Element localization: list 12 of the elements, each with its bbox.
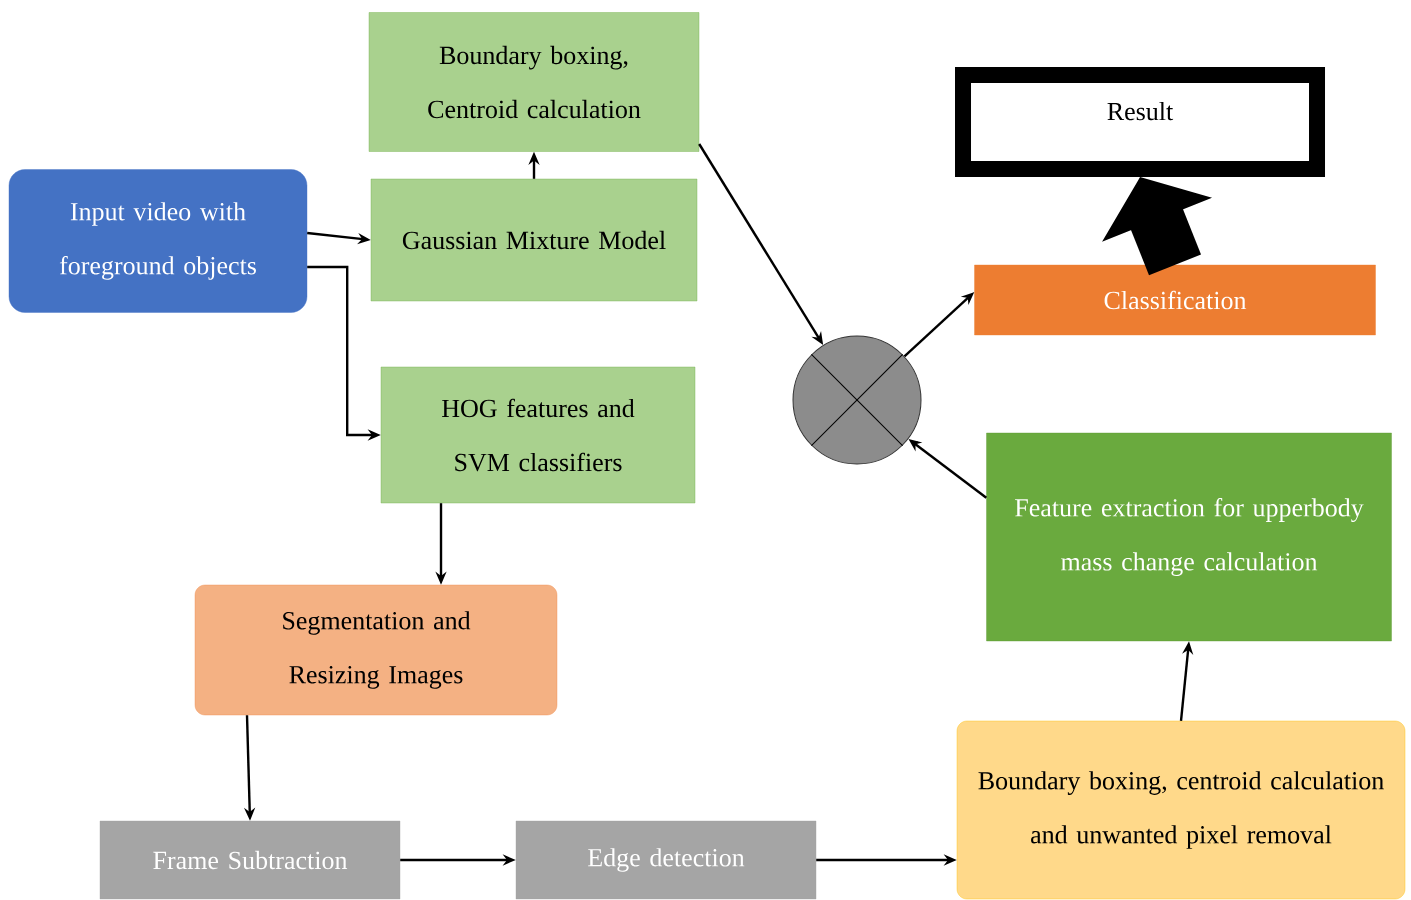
multiplier-circle	[792, 335, 922, 465]
input-box: Input video with foreground objects	[8, 169, 308, 313]
process-box: Gaussian Mixture Model	[370, 178, 698, 302]
process-box: Feature extraction for upperbody mass change calculation	[986, 432, 1392, 642]
process-box: Frame Subtraction	[99, 820, 401, 900]
result-box: Result	[955, 67, 1325, 177]
process-box: Segmentation and Resizing Images	[194, 584, 558, 716]
process-box: Edge detection	[515, 820, 817, 900]
process-box: HOG features and SVM classifiers	[380, 366, 696, 504]
process-box: Boundary boxing, Centroid calculation	[368, 12, 700, 152]
process-box: Classification	[974, 264, 1376, 336]
process-box: Boundary boxing, centroid calculation and unwanted pixel removal	[956, 720, 1406, 900]
